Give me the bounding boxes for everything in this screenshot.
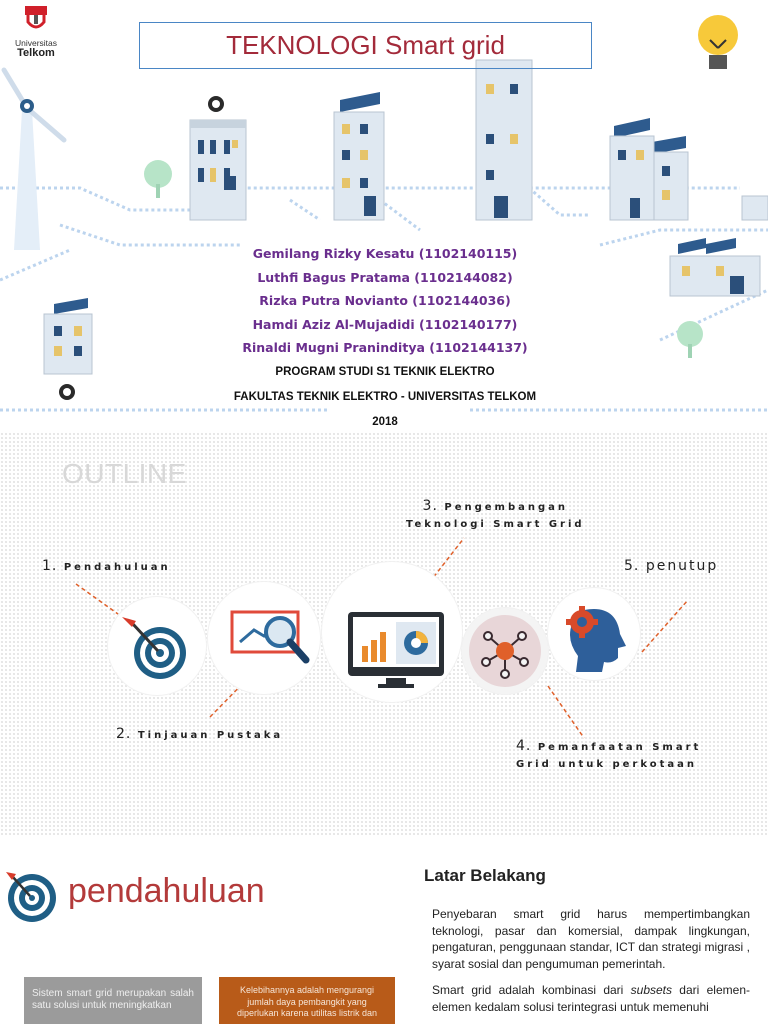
- paragraph: Smart grid adalah kombinasi dari subsets…: [432, 983, 750, 1014]
- outline-item-4: 4. Pemanfaatan Smart Grid untuk perkotaa…: [516, 738, 701, 773]
- target-icon: [122, 617, 186, 679]
- magnifier-chart-icon: [230, 610, 310, 664]
- outline-title: OUTLINE: [62, 458, 187, 489]
- info-box-orange: Kelebihannya adalah mengurangi jumlah da…: [219, 977, 395, 1024]
- member-name: Rizka Putra Novianto (1102144036): [259, 293, 511, 308]
- outline-item-3: 3. Pengembangan Teknologi Smart Grid: [406, 498, 585, 533]
- outline-item-label: Pemanfaatan Smart: [537, 742, 702, 753]
- outline-item-1: 1. Pendahuluan: [42, 558, 171, 576]
- head-gear-icon: [566, 606, 626, 672]
- research-circle: [208, 582, 320, 694]
- smart-city-illustration: [0, 15, 768, 412]
- member-name: Gemilang Rizky Kesatu (1102140115): [252, 246, 518, 261]
- title-slide: Universitas Telkom TEKNOLOGI Smart grid …: [0, 0, 768, 432]
- solar-building-icon: [333, 92, 385, 221]
- outline-item-label: Tinjauan Pustaka: [137, 730, 284, 741]
- development-circle: [322, 562, 462, 702]
- outline-item-number: 1.: [42, 558, 58, 574]
- outline-item-label: Pengembangan: [444, 502, 569, 513]
- outline-item-label-line2: Grid untuk perkotaan: [516, 759, 697, 770]
- year: 2018: [372, 415, 398, 428]
- member-name: Rinaldi Mugni Praninditya (1102144137): [242, 340, 528, 355]
- outline-item-2: 2. Tinjauan Pustaka: [116, 726, 283, 744]
- outline-item-label-line2: Teknologi Smart Grid: [406, 519, 585, 530]
- small-building-icon: [43, 298, 93, 400]
- background-heading: Latar Belakang: [424, 866, 546, 885]
- tree-icon: [144, 160, 172, 198]
- closing-circle: [548, 588, 640, 680]
- target-circle: [108, 597, 206, 695]
- house-icon: [669, 238, 761, 297]
- target-icon: [6, 872, 56, 922]
- solar-houses-icon: [609, 118, 768, 221]
- section-title: pendahuluan: [68, 872, 265, 910]
- outline-item-label: penutup: [645, 558, 719, 574]
- wind-turbine-icon: [1, 67, 67, 250]
- outline-item-number: 3.: [422, 498, 438, 514]
- monitor-chart-icon: [348, 612, 444, 688]
- outline-item-label: Pendahuluan: [63, 562, 171, 573]
- intro-slide: pendahuluan Latar Belakang Penyebaran sm…: [0, 836, 768, 1024]
- lightbulb-icon: [698, 15, 738, 69]
- info-box-gray: Sistem smart grid merupakan salah satu s…: [24, 977, 202, 1024]
- member-name: Hamdi Aziz Al-Mujadidi (1102140177): [252, 316, 518, 332]
- credits: Gemilang Rizky Kesatu (1102140115) Luthf…: [180, 242, 590, 432]
- slide-title: TEKNOLOGI Smart grid: [226, 30, 505, 60]
- tower-building-icon: [475, 59, 533, 221]
- program-name: PROGRAM STUDI S1 TEKNIK ELEKTRO: [275, 365, 495, 378]
- outline-item-number: 5.: [624, 558, 640, 574]
- outline-slide: OUTLINE: [0, 432, 768, 836]
- network-icon: [469, 615, 541, 687]
- network-circle: [462, 608, 548, 694]
- tree-icon: [677, 321, 703, 358]
- building-icon: [189, 96, 247, 221]
- faculty-name: FAKULTAS TEKNIK ELEKTRO - UNIVERSITAS TE…: [233, 390, 537, 403]
- outline-item-5: 5. penutup: [624, 558, 718, 575]
- outline-item-number: 2.: [116, 726, 132, 742]
- paragraph: Penyebaran smart grid harus mempertimban…: [432, 907, 750, 971]
- outline-item-number: 4.: [516, 738, 532, 754]
- background-text: Penyebaran smart grid harus mempertimban…: [432, 906, 750, 1024]
- telkom-logo-icon: [25, 6, 47, 29]
- logo-line2: Telkom: [17, 47, 55, 59]
- logo-line1: Universitas: [14, 38, 58, 48]
- member-name: Luthfi Bagus Pratama (1102144082): [257, 269, 513, 285]
- title-box: TEKNOLOGI Smart grid: [139, 22, 592, 69]
- university-logo: Universitas Telkom: [8, 6, 64, 68]
